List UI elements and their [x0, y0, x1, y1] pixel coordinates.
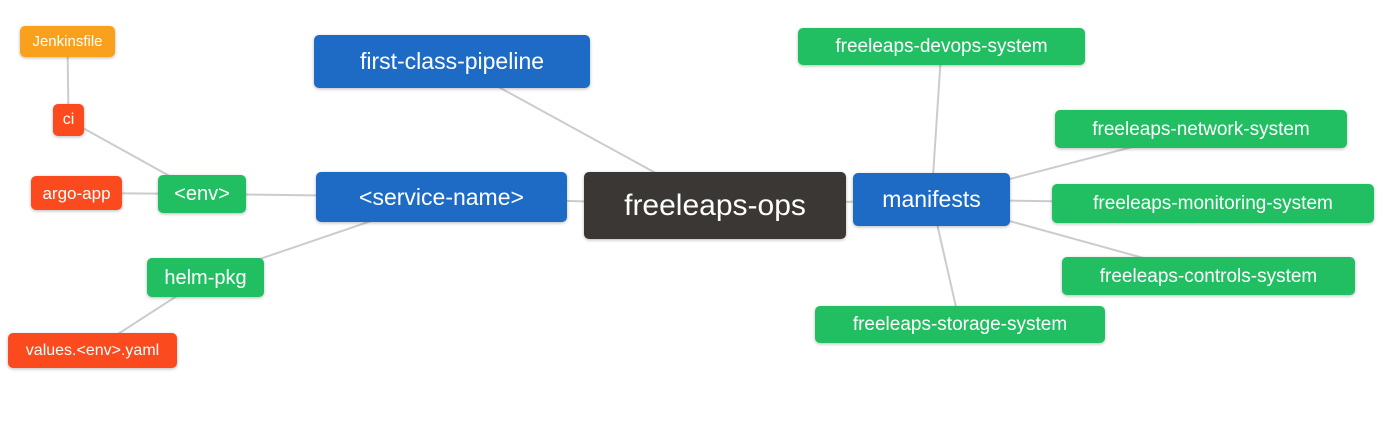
mindmap-node-ci[interactable]: ci	[53, 104, 84, 136]
mindmap-node-freeleaps-ops[interactable]: freeleaps-ops	[584, 172, 846, 239]
mindmap-node-helm-pkg[interactable]: helm-pkg	[147, 258, 264, 297]
mindmap-node-freeleaps-devops-system[interactable]: freeleaps-devops-system	[798, 28, 1085, 65]
mindmap-node-freeleaps-controls-system[interactable]: freeleaps-controls-system	[1062, 257, 1355, 295]
mindmap-node-service-name[interactable]: <service-name>	[316, 172, 567, 222]
mindmap-node-first-class-pipeline[interactable]: first-class-pipeline	[314, 35, 590, 88]
mindmap-node-values-env-yaml[interactable]: values.<env>.yaml	[8, 333, 177, 368]
mindmap-node-freeleaps-monitoring-system[interactable]: freeleaps-monitoring-system	[1052, 184, 1374, 223]
mindmap-node-argo-app[interactable]: argo-app	[31, 176, 122, 210]
mindmap-node-freeleaps-storage-system[interactable]: freeleaps-storage-system	[815, 306, 1105, 343]
mindmap-node-jenkinsfile[interactable]: Jenkinsfile	[20, 26, 115, 57]
mindmap-node-freeleaps-network-system[interactable]: freeleaps-network-system	[1055, 110, 1347, 148]
mindmap-node-manifests[interactable]: manifests	[853, 173, 1010, 226]
mindmap-node-env[interactable]: <env>	[158, 175, 246, 213]
